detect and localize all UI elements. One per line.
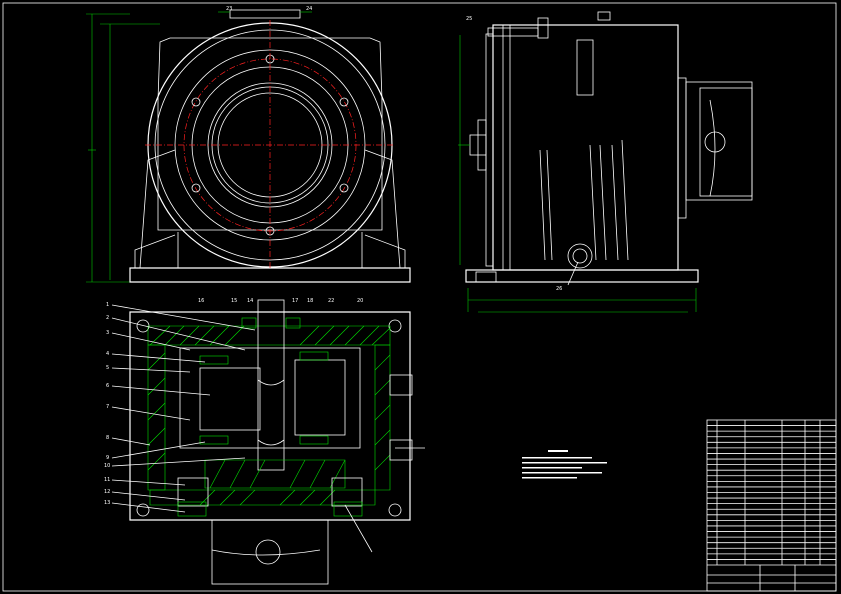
balloon-16: 16 (198, 298, 204, 304)
hatch-pattern (147, 325, 391, 506)
balloon-12: 12 (104, 489, 110, 495)
front-view: 23 24 (86, 6, 411, 283)
leader-lines (111, 304, 256, 513)
balloon-20: 20 (357, 298, 363, 304)
balloon-25: 25 (466, 16, 472, 22)
balloon-17: 17 (292, 298, 298, 304)
balloon-10: 10 (104, 463, 110, 469)
balloon-5: 5 (106, 365, 109, 371)
balloon-11: 11 (104, 477, 110, 483)
balloon-13: 13 (104, 500, 110, 506)
balloon-2: 2 (106, 315, 109, 321)
balloon-7: 7 (106, 404, 109, 410)
balloon-22: 22 (328, 298, 334, 304)
balloon-14: 14 (247, 298, 253, 304)
balloon-8: 8 (106, 435, 109, 441)
balloon-6: 6 (106, 383, 109, 389)
balloon-23: 23 (226, 6, 232, 12)
balloon-24: 24 (306, 6, 312, 12)
balloon-3: 3 (106, 330, 109, 336)
balloon-26: 26 (556, 286, 562, 292)
balloon-18: 18 (307, 298, 313, 304)
balloon-1: 1 (106, 302, 109, 308)
balloon-4: 4 (106, 351, 109, 357)
side-view: 25 26 (458, 11, 753, 313)
balloon-9: 9 (106, 455, 109, 461)
section-view: 16 15 14 17 18 22 20 1 2 3 4 5 6 7 8 9 1… (104, 298, 425, 585)
technical-notes (522, 450, 607, 479)
balloon-15: 15 (231, 298, 237, 304)
title-block (706, 419, 837, 592)
